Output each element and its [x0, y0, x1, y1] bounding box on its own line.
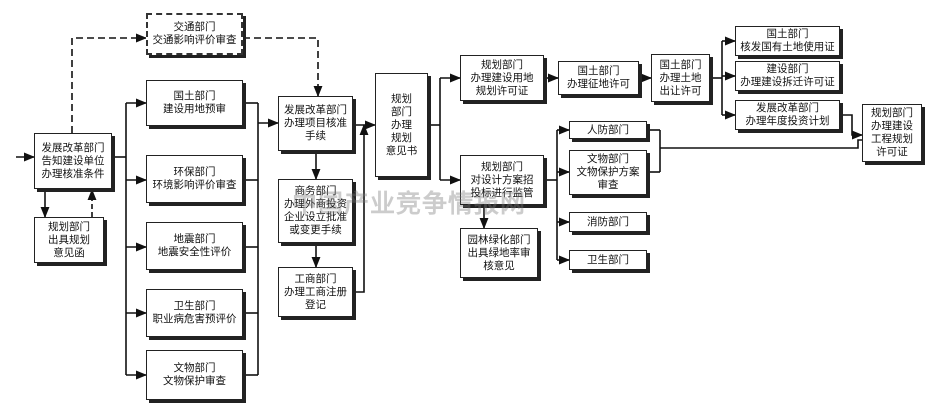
land-cert-node: 国土部门 核发国有土地使用证	[735, 26, 840, 56]
land-transfer-node: 国土部门 办理土地 出让许可	[651, 54, 710, 102]
annual-invest-node: 发展改革部门 办理年度投资计划	[735, 100, 840, 130]
quake-review-node: 地震部门 地震安全性评价	[146, 222, 243, 270]
industry-reg-node: 工商部门 办理工商注册 登记	[278, 267, 353, 317]
land-acquire-node: 国土部门 办理征地许可	[558, 61, 639, 95]
plan-supervise-node: 规划部门 对设计方案招 投标进行监管	[460, 155, 544, 205]
transport-review-node: 交通部门 交通影响评价审查	[146, 13, 243, 55]
dev-approval-node: 发展改革部门 办理项目核准 手续	[278, 96, 353, 151]
land-preview-node: 国土部门 建设用地预审	[146, 80, 243, 126]
env-review-node: 环保部门 环境影响评价审查	[146, 155, 243, 203]
relic-plan-node: 文物部门 文物保护方案 审查	[569, 150, 647, 195]
garden-review-node: 园林绿化部门 出具绿地率审 核意见	[460, 228, 538, 278]
fire-node: 消防部门	[569, 212, 647, 232]
plan-opinion-book-node: 规划 部门 办理 规划 意见书	[375, 73, 428, 177]
health-review-node: 卫生部门 职业病危害预评价	[146, 289, 243, 337]
relic-review-node: 文物部门 文物保护审查	[146, 350, 243, 400]
health-node: 卫生部门	[569, 250, 647, 270]
demolition-node: 建设部门 办理建设拆迁许可证	[735, 61, 840, 91]
plan-eng-permit-node: 规划部门 办理建设 工程规划 许可证	[862, 104, 922, 162]
dev-notify-node: 发展改革部门 告知建设单位 办理核准条件	[34, 133, 112, 189]
civil-defense-node: 人防部门	[569, 121, 647, 139]
plan-opinion-letter-node: 规划部门 出具规划 意见函	[34, 217, 104, 263]
watermark: 中国产业竞争情报网	[292, 189, 527, 218]
plan-land-permit-node: 规划部门 办理建设用地 规划许可证	[460, 55, 544, 101]
commerce-node: 商务部门 办理外商投资 企业设立批准 或变更手续	[278, 179, 353, 243]
